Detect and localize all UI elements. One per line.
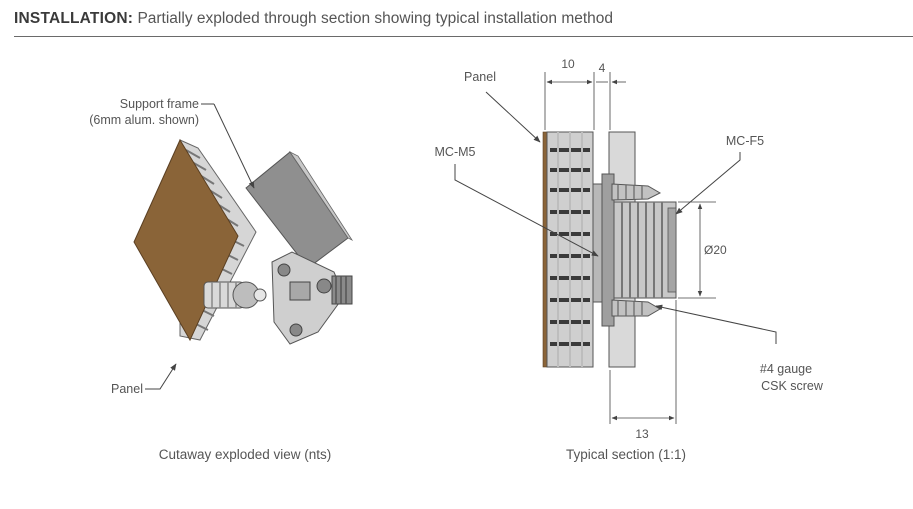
dim-dia20-label: Ø20 [704,243,727,257]
label-mc-m5: MC-M5 [435,145,476,159]
label-support-frame-note: (6mm alum. shown) [89,113,199,127]
dim-13-label: 13 [635,427,649,441]
caption-section-view: Typical section (1:1) [566,447,686,462]
leader-panel-left [145,363,177,390]
label-panel-right: Panel [464,70,496,84]
leader-mc-f5 [675,152,741,215]
header-subtitle: Partially exploded through section showi… [137,10,614,27]
panel-face [133,138,239,342]
fastener-assembly [203,251,353,345]
section-screw-bottom [611,299,661,317]
section-screw-top [611,183,662,201]
header-rule [14,36,913,37]
leader-panel-right [485,91,541,143]
caption-exploded-view: Cutaway exploded view (nts) [159,447,332,462]
support-frame-edge [288,150,354,242]
dim-10-label: 10 [561,57,575,71]
label-panel-left: Panel [111,382,143,396]
label-screw-type: CSK screw [761,379,824,393]
header-title: INSTALLATION: [14,10,134,27]
section-header: INSTALLATION: Partially exploded through… [14,10,613,28]
label-mc-f5: MC-F5 [726,134,764,148]
section-panel-skin [542,131,548,368]
label-screw-gauge: #4 gauge [760,362,812,376]
label-support-frame: Support frame [120,97,199,111]
exploded-view: Support frame (6mm alum. shown) Panel Cu… [89,97,354,462]
threaded-spigot [331,275,353,305]
leader-mc-m5 [454,164,599,257]
section-mc-f5-threads [621,202,663,298]
leader-screw [655,304,777,344]
hex-nut [289,281,311,301]
dim-4-label: 4 [599,61,606,75]
section-view: 10 4 Ø20 13 Panel MC-M5 MC-F5 #4 gauge C… [435,57,824,462]
